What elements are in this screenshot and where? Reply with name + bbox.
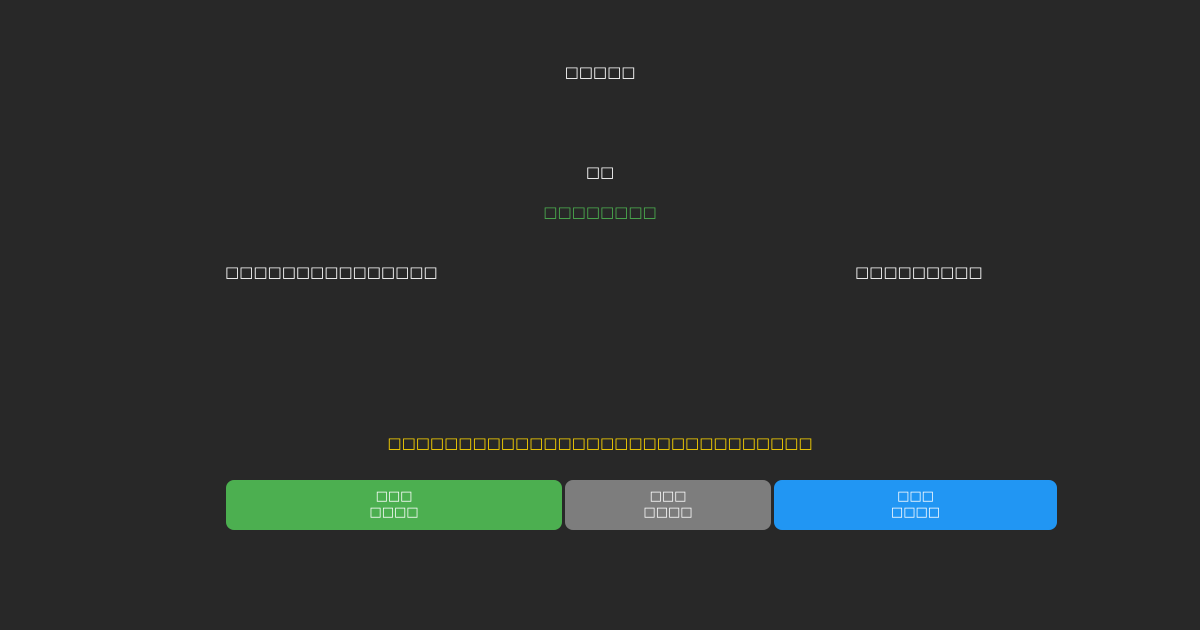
blue-button-label-line1: □□□ — [897, 489, 934, 504]
gray-action-button[interactable]: □□□ □□□□ — [565, 480, 771, 530]
green-action-button[interactable]: □□□ □□□□ — [226, 480, 562, 530]
left-column-label: □□□□□□□□□□□□□□□ — [225, 263, 438, 281]
warning-notice-text: □□□□□□□□□□□□□□□□□□□□□□□□□□□□□□ — [387, 434, 813, 452]
blue-button-label-line2: □□□□ — [890, 505, 941, 520]
gray-button-label-line1: □□□ — [649, 489, 687, 504]
status-highlight-text: □□□□□□□□ — [543, 203, 657, 221]
page-title: □□□□□ — [564, 63, 636, 81]
button-row: □□□ □□□□ □□□ □□□□ □□□ □□□□ — [226, 480, 1057, 530]
green-button-label-line1: □□□ — [375, 489, 413, 504]
subtitle-text: □□ — [585, 163, 615, 181]
right-column-label: □□□□□□□□□ — [855, 263, 983, 281]
green-button-label-line2: □□□□ — [369, 505, 419, 520]
gray-button-label-line2: □□□□ — [643, 505, 693, 520]
blue-action-button[interactable]: □□□ □□□□ — [774, 480, 1057, 530]
